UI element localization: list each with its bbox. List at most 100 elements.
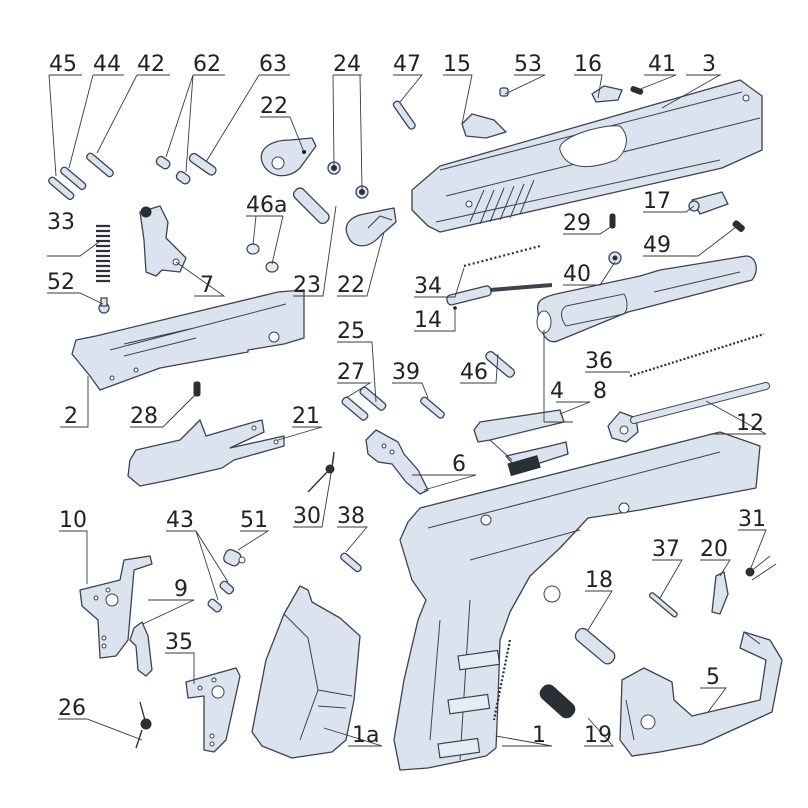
callout-16: 16 <box>574 52 602 77</box>
part-53 <box>499 87 509 97</box>
callout-21: 21 <box>292 404 320 429</box>
part-pin-62 <box>155 155 191 185</box>
part-8 <box>473 409 569 477</box>
callout-2: 2 <box>64 404 78 429</box>
part-20 <box>711 571 729 615</box>
part-21 <box>127 419 285 487</box>
part-10 <box>79 555 153 659</box>
callout-39: 39 <box>392 360 420 385</box>
part-40 <box>608 251 622 265</box>
part-17 <box>688 191 729 215</box>
callout-62: 62 <box>193 52 221 77</box>
part-31 <box>745 555 777 581</box>
callout-31: 31 <box>738 507 766 532</box>
part-38 <box>340 552 362 573</box>
part-1a-grip <box>251 585 361 759</box>
callout-26: 26 <box>58 696 86 721</box>
part-14 <box>446 283 553 310</box>
part-41 <box>630 86 644 95</box>
callout-52: 52 <box>47 270 75 295</box>
part-19 <box>539 684 576 719</box>
callout-46: 46 <box>460 360 488 385</box>
callout-28: 28 <box>130 404 158 429</box>
callout-14: 14 <box>414 308 442 333</box>
leader-lines <box>47 74 767 747</box>
callout-5: 5 <box>706 665 720 690</box>
callout-29: 29 <box>563 211 591 236</box>
callout-40: 40 <box>563 262 591 287</box>
callout-23: 23 <box>293 273 321 298</box>
part-39 <box>420 396 445 419</box>
callout-49: 49 <box>643 233 671 258</box>
part-25 <box>359 386 387 411</box>
callout-51: 51 <box>240 508 268 533</box>
callout-3: 3 <box>702 52 716 77</box>
callout-1: 1 <box>532 723 546 748</box>
callout-33: 33 <box>47 210 75 235</box>
callout-42: 42 <box>137 52 165 77</box>
part-7 <box>139 205 187 277</box>
callout-22-lower: 22 <box>337 273 365 298</box>
part-5 <box>619 631 783 757</box>
callout-36: 36 <box>585 349 613 374</box>
callout-30: 30 <box>293 504 321 529</box>
callout-24: 24 <box>333 52 361 77</box>
callout-46a: 46a <box>246 193 287 218</box>
callout-34: 34 <box>414 274 442 299</box>
callout-17: 17 <box>643 189 671 214</box>
part-46 <box>485 350 516 378</box>
part-2 <box>71 289 305 391</box>
callout-7: 7 <box>200 273 214 298</box>
part-27 <box>341 396 369 421</box>
callout-labels: 45 44 42 62 63 24 47 15 53 16 41 3 22 46… <box>47 52 766 748</box>
part-26 <box>135 701 152 749</box>
callout-43: 43 <box>166 508 194 533</box>
callout-12: 12 <box>736 411 764 436</box>
part-43 <box>207 580 235 613</box>
part-15 <box>461 113 507 139</box>
callout-19: 19 <box>584 723 612 748</box>
part-22-upper <box>260 137 317 177</box>
callout-9: 9 <box>174 577 188 602</box>
part-33-spring <box>96 224 110 283</box>
callout-6: 6 <box>452 452 466 477</box>
part-4-barrel <box>536 255 757 343</box>
callout-15: 15 <box>443 52 471 77</box>
part-12 <box>607 382 770 443</box>
part-36-spring <box>629 332 765 378</box>
callout-4: 4 <box>550 379 564 404</box>
part-34-spring <box>463 244 541 268</box>
callout-53: 53 <box>514 52 542 77</box>
part-37 <box>648 592 678 618</box>
part-18 <box>574 627 616 665</box>
part-51 <box>223 548 246 567</box>
callout-1a: 1a <box>352 723 379 748</box>
callout-8: 8 <box>593 379 607 404</box>
part-46a <box>246 243 279 273</box>
part-pin-63 <box>188 152 217 176</box>
part-1-frame <box>393 431 761 771</box>
part-pin-42 <box>86 152 114 178</box>
part-22-lower <box>345 207 397 247</box>
callout-47: 47 <box>393 52 421 77</box>
callout-10: 10 <box>59 508 87 533</box>
part-30 <box>307 451 335 493</box>
callout-27: 27 <box>337 360 365 385</box>
part-52 <box>98 297 110 314</box>
callout-18: 18 <box>585 568 613 593</box>
callout-45: 45 <box>49 52 77 77</box>
callout-38: 38 <box>337 504 365 529</box>
part-9 <box>129 621 153 677</box>
part-49 <box>732 220 745 232</box>
part-28 <box>193 381 201 397</box>
callout-63: 63 <box>259 52 287 77</box>
part-16 <box>591 85 623 103</box>
part-slide <box>411 79 763 233</box>
callout-37: 37 <box>652 537 680 562</box>
part-35 <box>185 667 241 753</box>
part-47 <box>392 100 416 130</box>
callout-20: 20 <box>700 537 728 562</box>
part-6-trigger <box>365 429 429 495</box>
callout-41: 41 <box>648 52 676 77</box>
